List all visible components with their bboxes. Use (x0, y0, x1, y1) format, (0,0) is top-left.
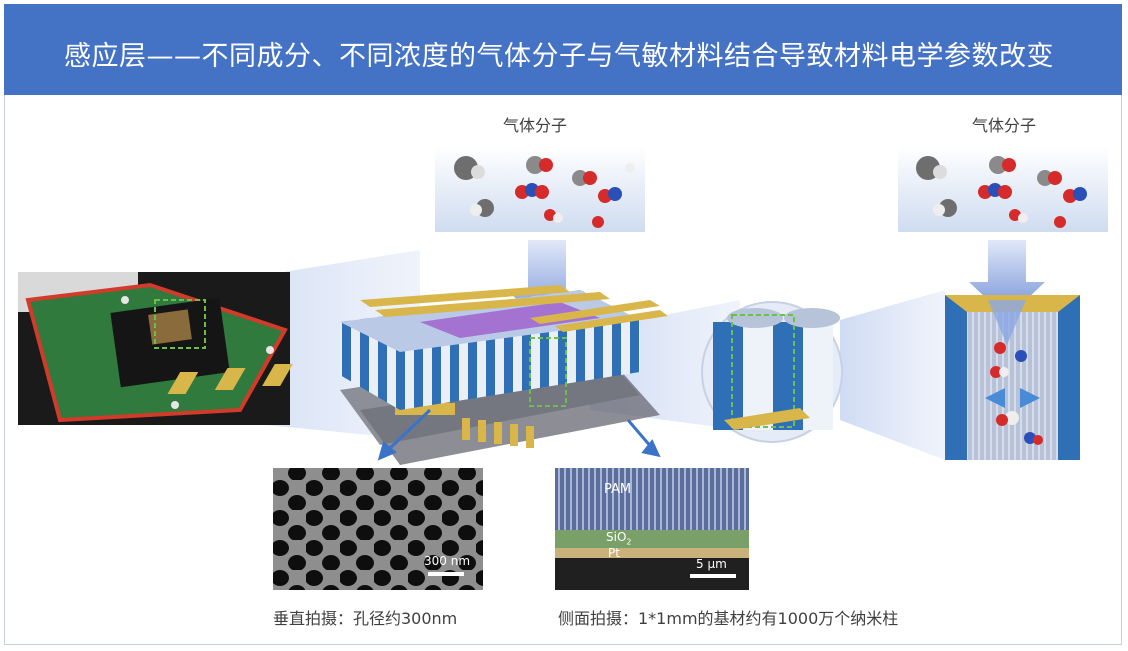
slide-title: 感应层——不同成分、不同浓度的气体分子与气敏材料结合导致材料电学参数改变 (64, 41, 1054, 72)
gas-molecules-label-center: 气体分子 (503, 116, 568, 135)
gas-molecules-label-right: 气体分子 (972, 116, 1037, 135)
caption-side-view: 侧面拍摄：1*1mm的基材约有1000万个纳米柱 (558, 609, 899, 628)
title-banner: 感应层——不同成分、不同浓度的气体分子与气敏材料结合导致材料电学参数改变 (4, 4, 1122, 95)
caption-top-view: 垂直拍摄：孔径约300nm (273, 609, 458, 628)
zoom-beam-right (840, 290, 945, 460)
layer-label-sio2: SiO2 (606, 530, 632, 547)
pointer-arrows (377, 408, 661, 461)
pillar-zoom-circle (701, 301, 843, 443)
sensor-layer-stack (167, 285, 668, 465)
sem-side-scale-label: 5 μm (696, 557, 727, 571)
sem-top-view-image (273, 468, 483, 590)
layer-label-pt: Pt (608, 546, 620, 560)
layer-label-pam: PAM (604, 482, 632, 497)
sem-top-scale-label: 300 nm (424, 554, 471, 568)
gas-molecules-box-center (435, 146, 645, 232)
sensor-chip-photo (18, 272, 290, 425)
gas-molecules-box-right (898, 146, 1108, 232)
sem-side-view-image (555, 468, 749, 590)
single-pillar-zoom (945, 295, 1080, 460)
